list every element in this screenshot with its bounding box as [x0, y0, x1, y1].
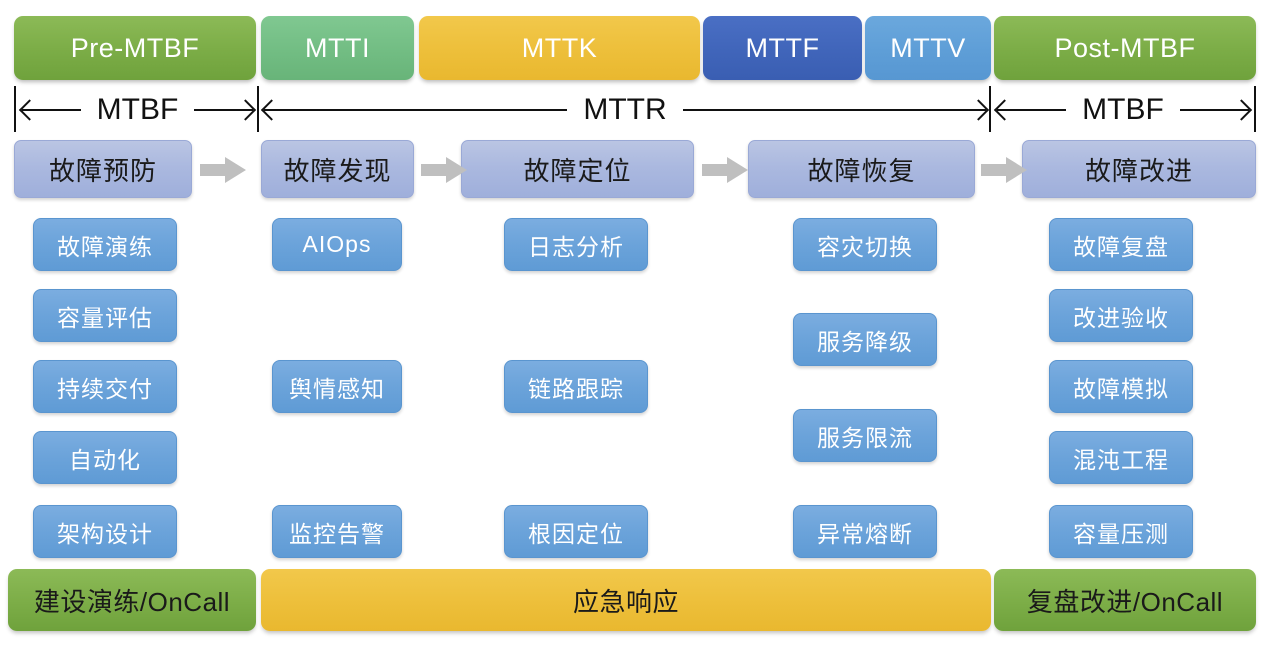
stage-label: 故障预防	[48, 155, 157, 186]
bottom-bar-label: 复盘改进/OnCall	[1026, 586, 1224, 617]
phase-label: Pre-MTBF	[70, 32, 200, 63]
measure-tick-end	[1254, 86, 1256, 132]
practice-chip[interactable]: 架构设计	[33, 505, 177, 558]
left-arrow-icon	[997, 109, 1067, 111]
measure-mtbf-after: MTBF	[997, 84, 1249, 136]
right-arrow-icon	[981, 157, 1027, 183]
practice-chip[interactable]: 容量评估	[33, 289, 177, 342]
bottom-bar-label: 应急响应	[572, 586, 679, 617]
bottom-bar-emergency-response[interactable]: 应急响应	[261, 569, 991, 631]
practice-chip[interactable]: 日志分析	[504, 218, 648, 271]
practice-chip[interactable]: 链路跟踪	[504, 360, 648, 413]
right-arrow-icon	[421, 157, 467, 183]
measure-tick-mttr-start	[257, 86, 259, 132]
right-arrow-icon	[682, 109, 986, 111]
stage-fault-improvement[interactable]: 故障改进	[1022, 140, 1256, 198]
bottom-bar-build-drill-oncall[interactable]: 建设演练/OnCall	[8, 569, 256, 631]
practice-chip[interactable]: 根因定位	[504, 505, 648, 558]
stage-label: 故障定位	[523, 155, 632, 186]
stage-label: 故障发现	[283, 155, 392, 186]
practice-items-area: 故障演练 容量评估 持续交付 自动化 架构设计 AIOps 舆情感知 监控告警 …	[0, 208, 1271, 560]
stage-label: 故障改进	[1084, 155, 1193, 186]
left-arrow-icon	[264, 109, 568, 111]
measure-tick-mttr-end	[989, 86, 991, 132]
practice-chip[interactable]: 异常熔断	[793, 505, 937, 558]
practice-chip[interactable]: 监控告警	[272, 505, 402, 558]
practice-chip[interactable]: 持续交付	[33, 360, 177, 413]
right-arrow-icon	[194, 109, 253, 111]
stage-row: 故障预防 故障发现 故障定位 故障恢复 故障改进	[0, 140, 1271, 198]
phase-label: Post-MTBF	[1054, 32, 1196, 63]
measure-label: MTBF	[96, 93, 179, 126]
phase-label: MTTF	[745, 32, 820, 63]
phase-label: MTTK	[521, 32, 598, 63]
stage-label: 故障恢复	[807, 155, 916, 186]
phase-mttk[interactable]: MTTK	[419, 16, 700, 80]
measure-mttr: MTTR	[264, 84, 986, 136]
measure-row: MTBF MTTR MTBF	[0, 84, 1271, 136]
right-arrow-icon	[1179, 109, 1249, 111]
right-arrow-icon	[702, 157, 748, 183]
practice-chip[interactable]: 自动化	[33, 431, 177, 484]
measure-tick-start	[14, 86, 16, 132]
stage-fault-locating[interactable]: 故障定位	[461, 140, 694, 198]
right-arrow-icon	[200, 157, 246, 183]
bottom-bar-row: 建设演练/OnCall 应急响应 复盘改进/OnCall	[0, 569, 1271, 631]
practice-chip[interactable]: 容量压测	[1049, 505, 1193, 558]
measure-mtbf-before: MTBF	[22, 84, 253, 136]
bottom-bar-label: 建设演练/OnCall	[33, 586, 231, 617]
practice-chip[interactable]: 故障复盘	[1049, 218, 1193, 271]
stage-fault-recovery[interactable]: 故障恢复	[748, 140, 975, 198]
practice-chip[interactable]: 改进验收	[1049, 289, 1193, 342]
bottom-bar-review-improve-oncall[interactable]: 复盘改进/OnCall	[994, 569, 1256, 631]
phase-pre-mtbf[interactable]: Pre-MTBF	[14, 16, 256, 80]
practice-chip[interactable]: AIOps	[272, 218, 402, 271]
phase-label: MTTV	[890, 32, 966, 63]
practice-chip[interactable]: 舆情感知	[272, 360, 402, 413]
practice-chip[interactable]: 故障模拟	[1049, 360, 1193, 413]
measure-label: MTTR	[583, 93, 667, 126]
measure-label: MTBF	[1082, 93, 1164, 126]
phase-mtti[interactable]: MTTI	[261, 16, 414, 80]
practice-chip[interactable]: 混沌工程	[1049, 431, 1193, 484]
practice-chip[interactable]: 故障演练	[33, 218, 177, 271]
phase-label: MTTI	[305, 32, 370, 63]
practice-chip[interactable]: 服务降级	[793, 313, 937, 366]
phase-mttf[interactable]: MTTF	[703, 16, 862, 80]
practice-chip[interactable]: 服务限流	[793, 409, 937, 462]
phase-header-row: Pre-MTBF MTTI MTTK MTTF MTTV Post-MTBF	[0, 16, 1271, 80]
stage-fault-detection[interactable]: 故障发现	[261, 140, 414, 198]
left-arrow-icon	[22, 109, 81, 111]
stage-fault-prevention[interactable]: 故障预防	[14, 140, 192, 198]
phase-post-mtbf[interactable]: Post-MTBF	[994, 16, 1256, 80]
practice-chip[interactable]: 容灾切换	[793, 218, 937, 271]
phase-mttv[interactable]: MTTV	[865, 16, 991, 80]
